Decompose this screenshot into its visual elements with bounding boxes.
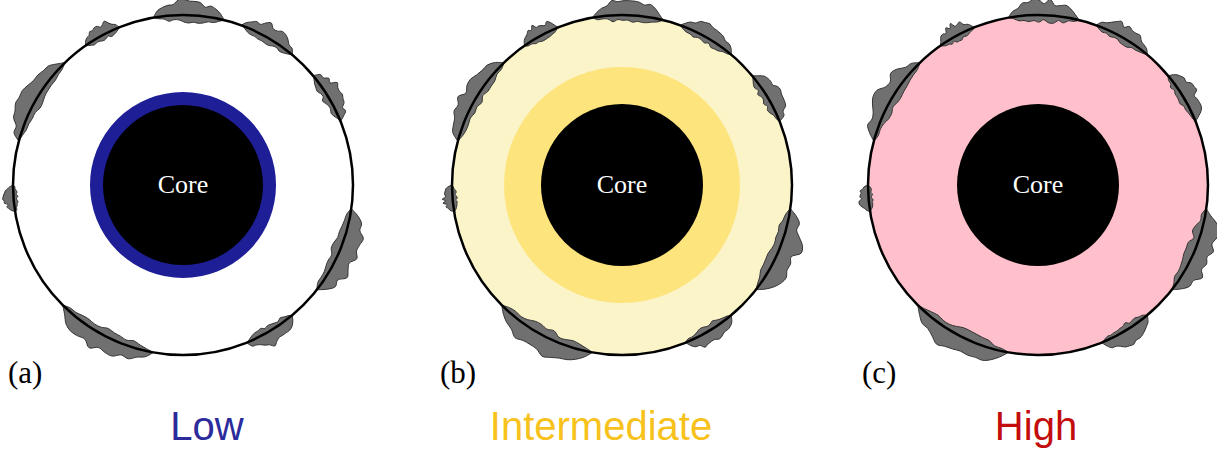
level-label: Intermediate (490, 404, 712, 449)
core-circle: Core (103, 105, 263, 265)
surface-deposit (592, 0, 663, 22)
surface-deposit (1008, 0, 1079, 23)
surface-deposit (3, 185, 19, 212)
level-label: High (995, 404, 1077, 449)
core-label: Core (158, 170, 209, 200)
grain-c (859, 0, 1217, 360)
surface-deposit (859, 185, 873, 212)
surface-deposit (63, 305, 154, 359)
grain-outline (13, 15, 353, 355)
mid-shell (504, 67, 740, 303)
grain-body (868, 15, 1208, 355)
surface-deposit (918, 305, 1009, 360)
panel-letter: (b) (440, 355, 476, 391)
level-label: Low (170, 404, 243, 449)
core-circle: Core (957, 104, 1119, 266)
grain-b (442, 0, 802, 359)
grain-body (452, 15, 792, 355)
surface-deposit (442, 185, 457, 212)
thin-shell (97, 99, 269, 271)
surface-deposit (868, 63, 920, 141)
grain-body (13, 15, 353, 355)
grain-outline (452, 15, 792, 355)
core-label: Core (597, 170, 648, 200)
panel-letter: (a) (8, 355, 42, 391)
surface-deposit (502, 305, 593, 360)
core-circle: Core (541, 104, 703, 266)
core-label: Core (1013, 170, 1064, 200)
surface-deposit (153, 0, 224, 23)
grain-a (3, 0, 364, 359)
panel-letter: (c) (862, 355, 896, 391)
grain-outline (868, 15, 1208, 355)
